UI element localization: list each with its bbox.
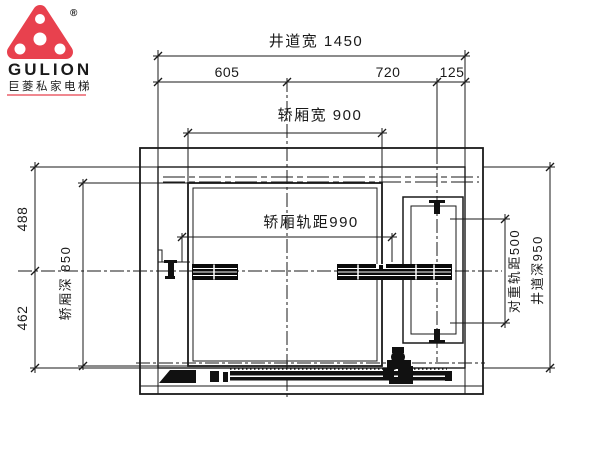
label-car-rail-gauge: 轿厢轨距990 xyxy=(263,214,359,231)
sill-left-pin xyxy=(223,372,228,382)
cw-rail-bottom-stem xyxy=(434,329,440,340)
dimension-labels: 井道宽 1450 605 720 125 轿厢宽 900 轿厢轨距990 488… xyxy=(14,33,545,330)
gulion-triangle-icon xyxy=(7,5,73,59)
label-shaft-width: 井道宽 1450 xyxy=(269,33,364,50)
left-rail-foot xyxy=(165,276,175,279)
label-seg-125: 125 xyxy=(440,64,465,80)
label-depth-462: 462 xyxy=(14,306,30,331)
left-rail-block xyxy=(192,264,238,280)
registered-mark: ® xyxy=(70,8,78,19)
brand-logo: ® GULION 巨菱私家电梯 xyxy=(7,5,92,96)
cw-rail-top-cap xyxy=(429,200,445,203)
sill-bar-upper xyxy=(230,371,447,376)
dimension-ticks xyxy=(30,51,555,373)
label-seg-720: 720 xyxy=(376,64,401,80)
car-guide-rails xyxy=(158,249,452,280)
label-seg-605: 605 xyxy=(215,64,240,80)
left-rail-stem xyxy=(168,263,174,276)
center-lines xyxy=(18,78,502,400)
logo-ring-right xyxy=(54,43,66,55)
logo-ring-center xyxy=(33,32,47,46)
sill-left-block xyxy=(210,371,219,382)
sill-right-block xyxy=(445,371,452,381)
door-sill-assembly xyxy=(159,347,452,384)
logo-ring-left xyxy=(14,43,26,55)
cw-rail-top-stem xyxy=(434,203,440,214)
logo-ring-top xyxy=(35,14,45,24)
cw-rail-bottom-cap xyxy=(429,340,445,343)
door-lock-mechanism xyxy=(383,347,413,384)
right-rail-block xyxy=(337,264,452,280)
label-cw-rail-gauge: 对重轨距500 xyxy=(507,229,522,313)
shaft-outer-wall xyxy=(139,147,484,395)
logo-triangle xyxy=(7,5,73,59)
shaft-cavity xyxy=(157,166,466,369)
left-rail-cap xyxy=(164,260,177,263)
sill-left-ramp xyxy=(159,370,196,383)
shaft-walls xyxy=(139,147,484,395)
brand-tagline: 巨菱私家电梯 xyxy=(8,79,92,93)
label-depth-488: 488 xyxy=(14,207,30,232)
brand-name: GULION xyxy=(8,60,92,79)
label-car-depth: 轿厢深 850 xyxy=(58,246,73,321)
label-car-width: 轿厢宽 900 xyxy=(278,107,363,124)
dimension-lines xyxy=(30,50,555,373)
sill-bar-lower xyxy=(230,377,447,381)
left-bracket-line xyxy=(158,249,163,262)
label-shaft-depth: 井道深950 xyxy=(530,235,545,305)
